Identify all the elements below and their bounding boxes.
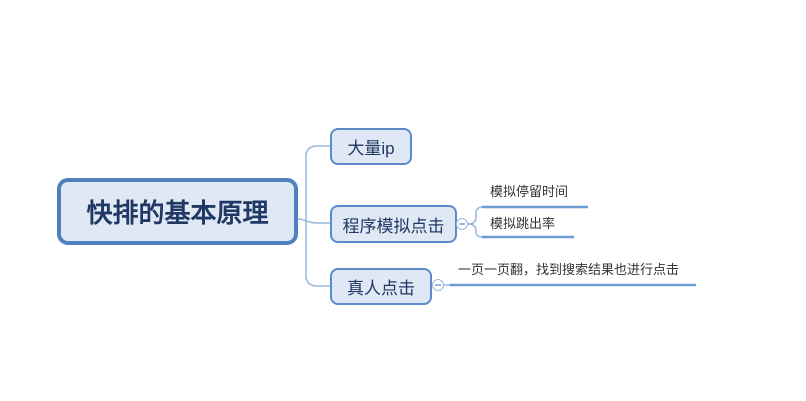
connector-to-stay-time xyxy=(467,206,484,225)
topic-real-person-click[interactable]: 真人点击 xyxy=(330,268,432,305)
root-branch-connectors xyxy=(296,145,331,287)
subtopic-page-by-page-click[interactable]: 一页一页翻，找到搜索结果也进行点击 xyxy=(458,262,680,277)
collapse-toggle-real-person-click[interactable] xyxy=(432,279,444,291)
connector-root-trunk xyxy=(305,145,331,287)
collapse-toggle-program-click[interactable] xyxy=(456,218,468,230)
subtopic-simulate-stay-time[interactable]: 模拟停留时间 xyxy=(490,184,569,199)
subtopic-connectors xyxy=(443,205,696,287)
root-topic[interactable]: 快排的基本原理 xyxy=(57,178,298,245)
topic-large-ip[interactable]: 大量ip xyxy=(330,128,412,165)
topic-program-simulated-click[interactable]: 程序模拟点击 xyxy=(330,205,457,243)
connector-root-to-program-click xyxy=(296,218,331,224)
minus-icon xyxy=(459,223,465,225)
minus-icon xyxy=(435,284,441,286)
subtopic-simulate-bounce-rate[interactable]: 模拟跳出率 xyxy=(490,216,556,231)
connector-to-bounce-rate xyxy=(467,223,484,238)
